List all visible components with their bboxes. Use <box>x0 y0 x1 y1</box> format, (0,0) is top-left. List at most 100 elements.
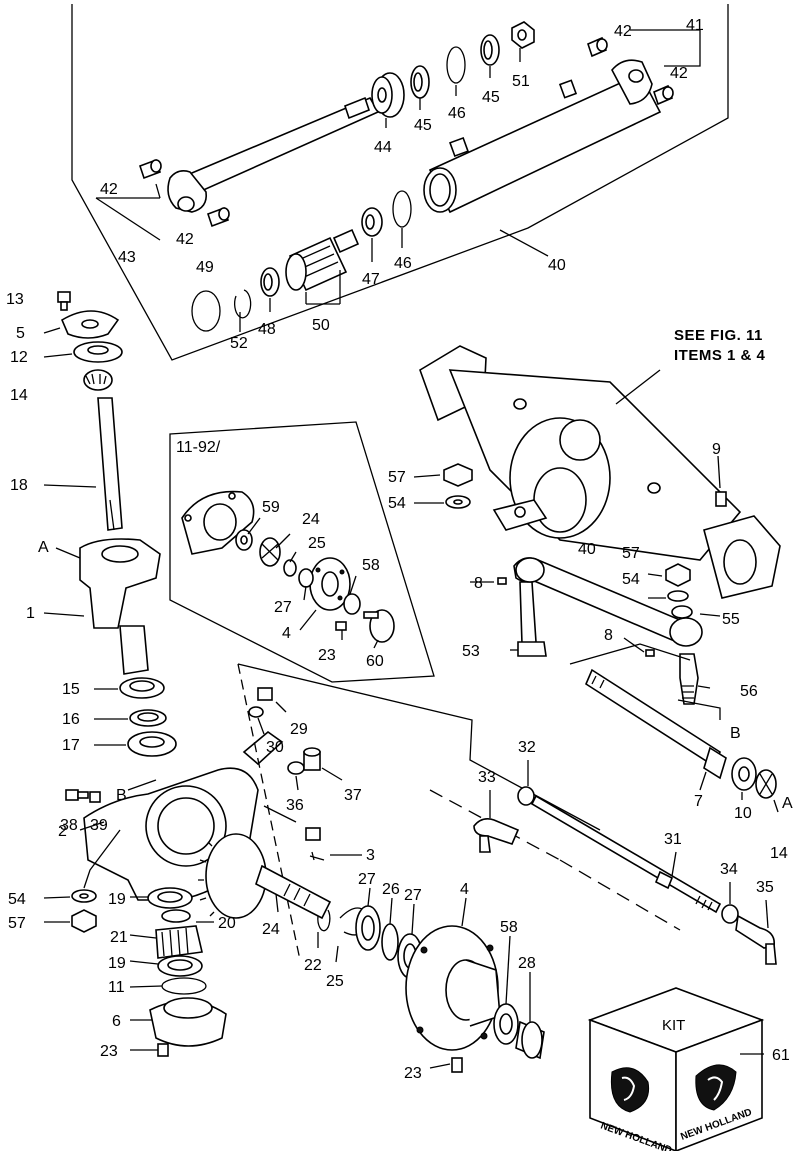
callout-4b: 4 <box>460 881 469 898</box>
callout-58b: 58 <box>500 919 518 936</box>
inset-housing <box>181 490 255 555</box>
seal-47 <box>361 207 383 237</box>
callout-45a: 45 <box>414 117 432 134</box>
bolt-13 <box>57 291 71 311</box>
callout-24b: 24 <box>262 921 280 938</box>
bushing-42a <box>138 158 162 180</box>
callout-46a: 46 <box>448 105 466 122</box>
callout-9: 9 <box>712 441 721 458</box>
callout-32: 32 <box>518 739 536 756</box>
callout-16: 16 <box>62 711 80 728</box>
fitting-8b <box>645 649 655 657</box>
callout-47: 47 <box>362 271 380 288</box>
callout-30: 30 <box>266 739 284 756</box>
callout-A2: A <box>782 795 793 812</box>
callout-54c: 54 <box>622 571 640 588</box>
fitting-8a <box>497 577 507 585</box>
callout-11: 11 <box>108 979 125 996</box>
new-holland-logo-icon-2 <box>695 1064 737 1111</box>
callout-60: 60 <box>366 653 384 670</box>
nut-39 <box>89 791 101 803</box>
callout-8b: 8 <box>604 627 613 644</box>
callout-10: 10 <box>734 805 752 822</box>
callout-8a: 8 <box>474 575 483 592</box>
callout-17: 17 <box>62 737 80 754</box>
callout-4a: 4 <box>282 625 291 642</box>
seal-15 <box>119 677 165 699</box>
inset-gear-24 <box>259 537 281 567</box>
callout-42b: 42 <box>176 231 194 248</box>
hub-4b <box>405 925 501 1051</box>
callout-55: 55 <box>722 611 740 628</box>
washer-54c <box>667 590 689 602</box>
callout-45b: 45 <box>482 89 500 106</box>
callout-12: 12 <box>10 349 28 366</box>
callout-41: 41 <box>686 17 704 34</box>
nut-51 <box>511 21 535 49</box>
bearing-27b <box>355 905 381 951</box>
callout-23a: 23 <box>100 1043 118 1060</box>
kit-label: KIT <box>662 1017 685 1034</box>
inset-bearing-59 <box>235 529 253 551</box>
axle-shaft-7: 7 10 A 14 <box>584 668 793 862</box>
gear-21 <box>155 925 203 959</box>
bolt-9 <box>715 491 727 507</box>
callout-27b: 27 <box>358 871 376 888</box>
seal-45b <box>480 34 500 66</box>
callout-19a: 19 <box>108 891 126 908</box>
tie-rod-end-35 <box>735 914 777 965</box>
bearing-19b <box>157 955 203 977</box>
bushing-42b <box>206 206 230 228</box>
callout-19b: 19 <box>108 955 126 972</box>
callout-37: 37 <box>344 787 362 804</box>
callout-42c: 42 <box>614 23 632 40</box>
washer-54b <box>445 495 471 509</box>
callout-49: 49 <box>196 259 214 276</box>
callout-3: 3 <box>366 847 375 864</box>
callout-51: 51 <box>512 73 530 90</box>
inset-bolt-23 <box>335 621 347 631</box>
callout-13: 13 <box>6 291 24 308</box>
callout-27c: 27 <box>404 887 422 904</box>
callout-24a: 24 <box>302 511 320 528</box>
seal-55 <box>671 605 693 619</box>
ring-16 <box>129 709 167 727</box>
callout-20: 20 <box>218 915 236 932</box>
nut-34 <box>721 904 739 924</box>
final-drive: 24 22 25 27 26 27 4 58 28 23 <box>198 833 545 1082</box>
callout-A1: A <box>38 539 49 556</box>
gear-shaft-24 <box>198 833 332 920</box>
steering-cylinder-panel: 42 43 42 49 52 48 50 44 45 46 45 51 42 4… <box>71 4 729 361</box>
nut-57b <box>443 463 473 487</box>
callout-38: 38 <box>60 817 78 834</box>
gland-50 <box>285 228 360 292</box>
inset-seal-25 <box>283 559 297 577</box>
callout-29: 29 <box>290 721 308 738</box>
callout-15: 15 <box>62 681 80 698</box>
nut-3 <box>305 827 325 861</box>
callout-22: 22 <box>304 957 322 974</box>
tie-rod-31: 33 32 31 34 35 <box>473 739 777 965</box>
callout-54b: 54 <box>388 495 406 512</box>
housing-1 <box>79 538 161 675</box>
callout-44: 44 <box>374 139 392 156</box>
knuckle-panel-outline <box>237 663 681 961</box>
bushing-48 <box>260 267 280 297</box>
seal-45a <box>410 65 430 99</box>
callout-2: 2 <box>58 823 67 840</box>
callout-42d: 42 <box>670 65 688 82</box>
washer-54a <box>71 889 97 903</box>
callout-53: 53 <box>462 643 480 660</box>
callout-58a: 58 <box>362 557 380 574</box>
oring-49 <box>191 290 221 332</box>
bolt-23c <box>451 1057 463 1073</box>
callout-56: 56 <box>740 683 758 700</box>
nut-32 <box>517 786 535 806</box>
nut-57c <box>665 563 691 587</box>
callout-57a: 57 <box>8 915 26 932</box>
seal-58b <box>493 1003 519 1045</box>
axle-small-parts: 57 54 9 <box>388 441 727 512</box>
callout-1: 1 <box>26 605 35 622</box>
bearing-19a <box>147 887 193 909</box>
